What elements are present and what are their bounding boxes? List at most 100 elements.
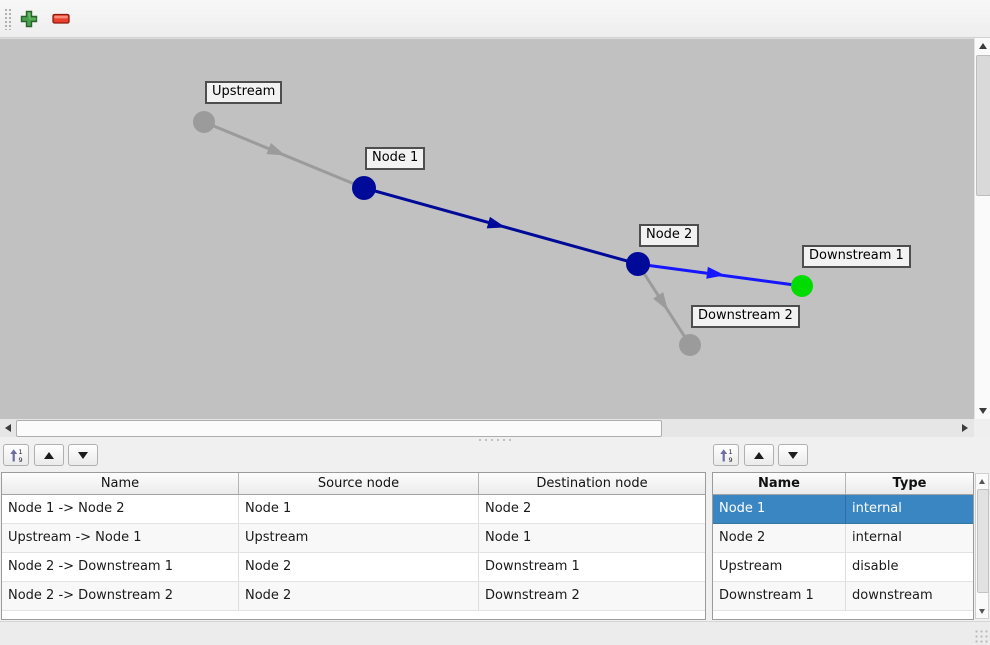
toolbar-grip-handle[interactable] — [4, 8, 13, 30]
node-table-header: Name Type — [713, 473, 973, 495]
graph-svg — [193, 111, 813, 356]
graph-node-node-1[interactable] — [352, 176, 376, 200]
resize-grip[interactable] — [974, 629, 988, 643]
cell: Node 1 — [485, 530, 532, 545]
edge-move-down-button[interactable] — [68, 444, 98, 466]
remove-button[interactable] — [49, 7, 73, 31]
node-label-node-2[interactable]: Node 2 — [639, 224, 700, 247]
add-button[interactable] — [17, 7, 41, 31]
header-source-node[interactable]: Source node — [239, 473, 479, 494]
cell: internal — [852, 501, 902, 516]
scrollbar-corner — [974, 419, 990, 437]
arrow-right-icon — [962, 424, 968, 432]
main-toolbar — [0, 0, 990, 38]
edge-table: Name Source node Destination node Node 1… — [1, 472, 706, 620]
svg-text:1: 1 — [18, 448, 22, 456]
arrow-up-icon — [979, 478, 985, 484]
node-label-downstream-2[interactable]: Downstream 2 — [691, 305, 800, 328]
scroll-right-button[interactable] — [958, 421, 972, 435]
graph-node-downstream-2[interactable] — [679, 334, 701, 356]
plus-icon — [20, 10, 38, 28]
cell: Node 1 — [713, 495, 846, 523]
canvas-vscrollbar — [974, 38, 990, 419]
triangle-up-icon — [754, 451, 764, 459]
triangle-up-icon — [44, 451, 54, 459]
cell: Node 2 — [239, 582, 479, 610]
node-row-node-2[interactable]: Node 2 internal — [713, 524, 973, 553]
scroll-left-button[interactable] — [1, 421, 15, 435]
canvas-hscrollbar — [0, 419, 974, 437]
node-row-node-1[interactable]: Node 1 internal — [713, 495, 973, 524]
arrow-down-icon — [979, 408, 987, 414]
cell: Node 1 -> Node 2 — [2, 495, 239, 523]
edge-arrow-icon — [706, 266, 725, 279]
node-table-vscrollbar — [975, 473, 989, 619]
cell: Node 2 -> Downstream 2 — [2, 582, 239, 610]
svg-text:1: 1 — [728, 448, 732, 456]
cell: internal — [852, 530, 902, 545]
node-label-downstream-1[interactable]: Downstream 1 — [802, 245, 911, 268]
arrow-down-icon — [979, 608, 985, 614]
svg-text:9: 9 — [18, 456, 22, 463]
cell: Downstream 1 — [713, 582, 846, 610]
graph-node-node-2[interactable] — [626, 252, 650, 276]
status-bar — [0, 621, 990, 645]
node-label-upstream[interactable]: Upstream — [205, 81, 283, 104]
edge-arrow-icon — [486, 216, 506, 229]
cell: Node 2 — [239, 553, 479, 581]
cell: Node 2 -> Downstream 1 — [2, 553, 239, 581]
cell: Node 2 — [713, 524, 846, 552]
node-row-downstream-1[interactable]: Downstream 1 downstream — [713, 582, 973, 611]
cell: downstream — [852, 588, 933, 603]
scroll-up-button[interactable] — [976, 475, 988, 487]
cell: Node 2 — [485, 501, 532, 516]
edge-sort-button[interactable]: 1 9 — [3, 444, 29, 466]
svg-text:9: 9 — [728, 456, 732, 463]
pane-splitter[interactable] — [0, 437, 990, 444]
arrow-left-icon — [5, 424, 11, 432]
vscrollbar-thumb[interactable] — [976, 55, 990, 196]
edge-arrow-icon — [266, 143, 286, 156]
cell: Downstream 1 — [485, 559, 580, 574]
splitter-handle-icon — [477, 438, 515, 442]
node-move-up-button[interactable] — [744, 444, 774, 466]
arrow-up-icon — [979, 43, 987, 49]
node-move-down-button[interactable] — [778, 444, 808, 466]
triangle-down-icon — [788, 451, 798, 459]
cell: Upstream -> Node 1 — [2, 524, 239, 552]
cell: Node 1 — [239, 495, 479, 523]
scroll-up-button[interactable] — [976, 39, 990, 53]
edge-arrow-icon — [653, 292, 668, 311]
graph-node-downstream-1[interactable] — [791, 275, 813, 297]
cell: disable — [852, 559, 899, 574]
header-name[interactable]: Name — [713, 473, 846, 494]
cell: Downstream 2 — [485, 588, 580, 603]
graph-node-upstream[interactable] — [193, 111, 215, 133]
vscrollbar-thumb[interactable] — [977, 489, 989, 593]
header-name[interactable]: Name — [2, 473, 239, 494]
scroll-down-button[interactable] — [976, 605, 988, 617]
cell: Upstream — [239, 524, 479, 552]
node-label-node-1[interactable]: Node 1 — [365, 147, 426, 170]
triangle-down-icon — [78, 451, 88, 459]
header-type[interactable]: Type — [892, 476, 927, 491]
scroll-down-button[interactable] — [976, 404, 990, 418]
edge-table-header: Name Source node Destination node — [2, 473, 705, 495]
hscrollbar-thumb[interactable] — [16, 420, 662, 437]
node-sort-button[interactable]: 1 9 — [713, 444, 739, 466]
header-destination-node[interactable]: Destination node — [536, 476, 648, 491]
sort-ascending-icon: 1 9 — [9, 448, 22, 463]
minus-icon — [52, 13, 70, 24]
sort-ascending-icon: 1 9 — [719, 448, 732, 463]
edge-move-up-button[interactable] — [34, 444, 64, 466]
